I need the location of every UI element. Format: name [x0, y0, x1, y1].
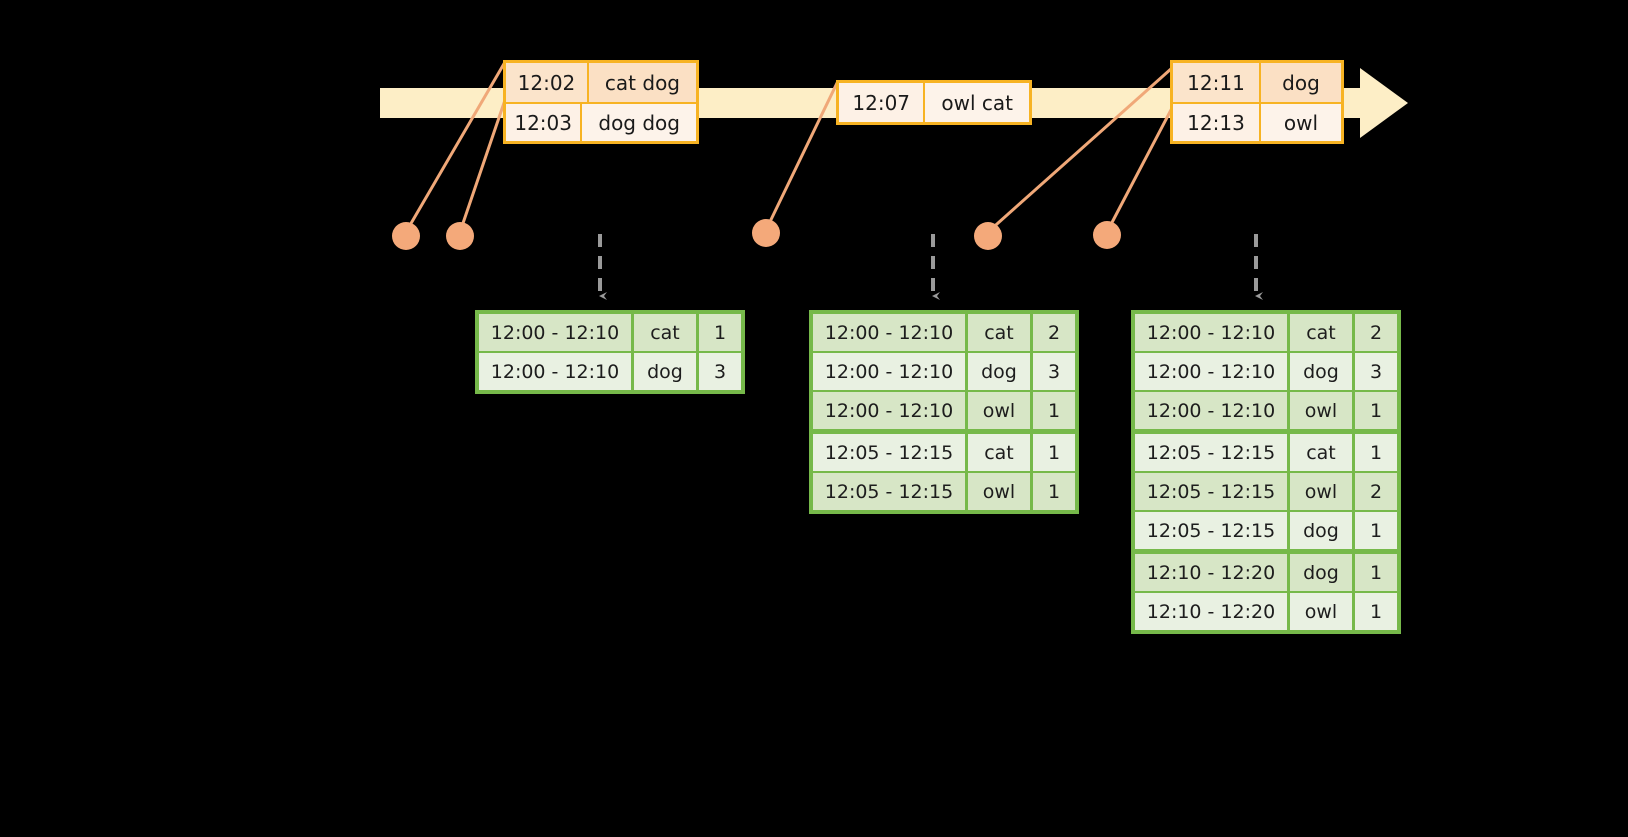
event-time: 12:03 [506, 104, 583, 141]
cell-key: cat [1290, 314, 1352, 351]
cell-count: 3 [1355, 353, 1397, 390]
cell-key: owl [1290, 473, 1352, 510]
cell-key: cat [968, 314, 1030, 351]
cell-count: 3 [1033, 353, 1075, 390]
event-text: owl [1261, 104, 1341, 141]
cell-count: 1 [1033, 473, 1075, 510]
cell-window: 12:00 - 12:10 [1135, 314, 1287, 351]
cell-count: 1 [1033, 392, 1075, 429]
event-time: 12:11 [1173, 63, 1261, 102]
cell-window: 12:10 - 12:20 [1135, 554, 1287, 591]
event-text: dog dog [582, 104, 696, 141]
cell-window: 12:05 - 12:15 [813, 434, 965, 471]
cell-window: 12:00 - 12:10 [813, 392, 965, 429]
cell-count: 1 [1355, 554, 1397, 591]
cell-window: 12:05 - 12:15 [1135, 512, 1287, 549]
event-time: 12:07 [839, 83, 926, 122]
timeline-event-group-3[interactable]: 12:11 dog 12:13 owl [1170, 60, 1344, 144]
timeline-event-row[interactable]: 12:07 owl cat [839, 83, 1029, 122]
cell-count: 2 [1355, 314, 1397, 351]
cell-window: 12:10 - 12:20 [1135, 593, 1287, 630]
timeline-event-row[interactable]: 12:03 dog dog [506, 102, 696, 141]
cell-count: 1 [1033, 434, 1075, 471]
cell-key: owl [1290, 392, 1352, 429]
event-time: 12:13 [1173, 104, 1261, 141]
cell-window: 12:00 - 12:10 [1135, 353, 1287, 390]
connector-dots [392, 219, 1121, 250]
cell-key: owl [968, 473, 1030, 510]
cell-window: 12:05 - 12:15 [1135, 434, 1287, 471]
cell-count: 1 [1355, 392, 1397, 429]
cell-key: owl [1290, 593, 1352, 630]
event-text: dog [1261, 63, 1341, 102]
timeline-event-row[interactable]: 12:13 owl [1173, 102, 1341, 141]
connector-dot [752, 219, 780, 247]
cell-window: 12:00 - 12:10 [479, 314, 631, 351]
cell-key: dog [634, 353, 696, 390]
cell-key: cat [968, 434, 1030, 471]
event-text: cat dog [588, 63, 696, 102]
cell-window: 12:00 - 12:10 [813, 314, 965, 351]
cell-count: 1 [1355, 434, 1397, 471]
cell-count: 1 [699, 314, 741, 351]
cell-key: cat [634, 314, 696, 351]
event-time: 12:02 [506, 63, 589, 102]
cell-key: dog [1290, 554, 1352, 591]
dashed-arrows [598, 234, 1263, 300]
event-text: owl cat [925, 83, 1029, 122]
cell-count: 1 [1355, 593, 1397, 630]
cell-window: 12:05 - 12:15 [1135, 473, 1287, 510]
cell-key: cat [1290, 434, 1352, 471]
connector-dot [446, 222, 474, 250]
cell-window: 12:00 - 12:10 [1135, 392, 1287, 429]
cell-key: dog [1290, 512, 1352, 549]
cell-count: 2 [1355, 473, 1397, 510]
timeline-event-group-2[interactable]: 12:07 owl cat [836, 80, 1032, 125]
cell-count: 3 [699, 353, 741, 390]
connector-dot [974, 222, 1002, 250]
timeline-event-group-1[interactable]: 12:02 cat dog 12:03 dog dog [503, 60, 699, 144]
cell-count: 1 [1355, 512, 1397, 549]
cell-key: dog [968, 353, 1030, 390]
cell-key: dog [1290, 353, 1352, 390]
timeline-event-row[interactable]: 12:11 dog [1173, 63, 1341, 102]
connector-dot [1093, 221, 1121, 249]
cell-window: 12:05 - 12:15 [813, 473, 965, 510]
cell-count: 2 [1033, 314, 1075, 351]
timeline-event-row[interactable]: 12:02 cat dog [506, 63, 696, 102]
cell-window: 12:00 - 12:10 [479, 353, 631, 390]
cell-window: 12:00 - 12:10 [813, 353, 965, 390]
connector-dot [392, 222, 420, 250]
cell-key: owl [968, 392, 1030, 429]
